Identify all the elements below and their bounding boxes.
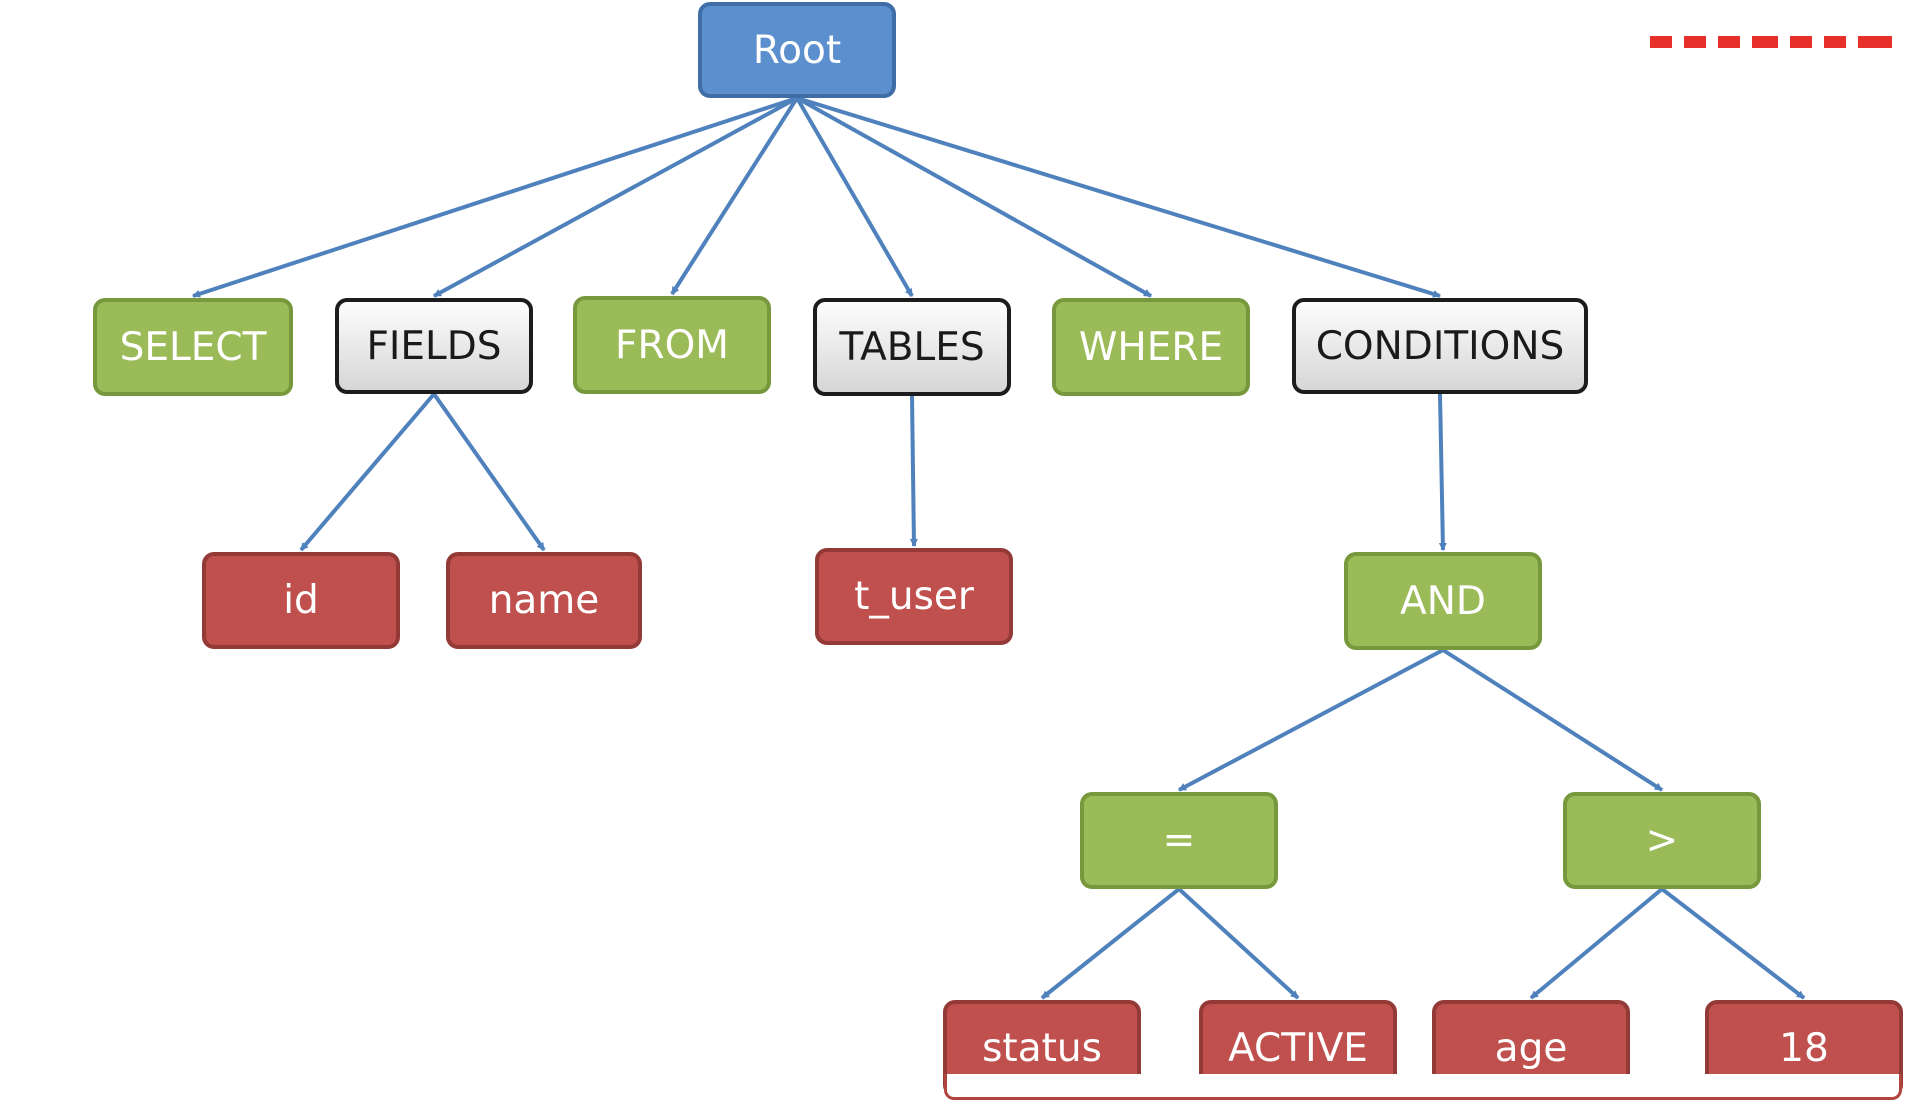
edge-gt-eighteen [1660, 887, 1806, 1000]
edge-root-conditions [796, 96, 1441, 298]
node-where: WHERE [1052, 298, 1250, 396]
node-from: FROM [573, 296, 771, 394]
watermark-mark [1650, 36, 1905, 48]
node-select-label: SELECT [119, 324, 267, 370]
edge-conditions-and [1438, 393, 1447, 551]
edge-eq-active [1177, 887, 1300, 1000]
node-gt: > [1563, 792, 1761, 889]
node-name-label: name [488, 578, 600, 623]
edge-eq-status [1040, 887, 1181, 1000]
node-id-label: id [283, 578, 319, 623]
node-eq: = [1080, 792, 1278, 889]
node-and-label: AND [1400, 578, 1486, 624]
node-t-user-label: t_user [854, 574, 974, 619]
edge-fields-id [299, 392, 436, 552]
bottom-caption-strip [944, 1074, 1902, 1100]
node-status-label: status [982, 1026, 1102, 1071]
node-select: SELECT [93, 298, 293, 396]
edge-tables-t_user [909, 395, 918, 547]
edge-root-fields [433, 96, 798, 298]
node-name: name [446, 552, 642, 649]
node-root: Root [698, 2, 896, 98]
node-root-label: Root [752, 27, 842, 73]
edge-root-where [796, 96, 1152, 298]
node-from-label: FROM [615, 322, 729, 368]
edge-and-gt [1441, 648, 1664, 792]
node-tables: TABLES [813, 298, 1011, 396]
node-where-label: WHERE [1078, 324, 1224, 370]
node-active-label: ACTIVE [1228, 1026, 1368, 1071]
edge-fields-name [432, 392, 546, 552]
node-conditions: CONDITIONS [1292, 298, 1588, 394]
node-conditions-label: CONDITIONS [1315, 323, 1565, 369]
node-age-label: age [1494, 1026, 1568, 1071]
edge-root-tables [795, 96, 914, 298]
edge-root-select [192, 96, 798, 298]
node-tables-label: TABLES [839, 324, 985, 370]
edge-root-from [670, 96, 799, 296]
node-eq-label: = [1162, 818, 1196, 863]
node-fields: FIELDS [335, 298, 533, 394]
node-gt-label: > [1645, 818, 1679, 863]
node-id: id [202, 552, 400, 649]
node-fields-label: FIELDS [366, 323, 502, 369]
node-18-label: 18 [1779, 1026, 1829, 1071]
edge-gt-age [1529, 887, 1664, 1000]
node-and: AND [1344, 552, 1542, 650]
node-t-user: t_user [815, 548, 1013, 645]
edge-and-eq [1178, 648, 1444, 792]
